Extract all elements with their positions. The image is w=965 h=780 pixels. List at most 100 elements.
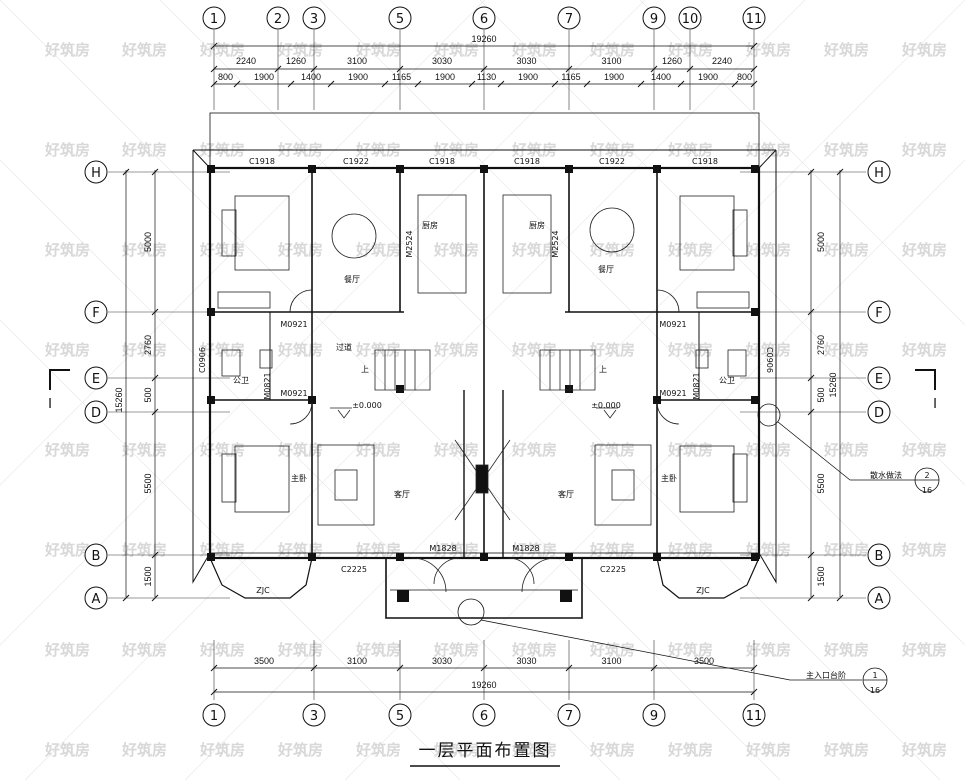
axis-bubble-top-circle bbox=[472, 6, 496, 30]
watermark-text: 好筑房 bbox=[901, 441, 947, 459]
dim-top-row2: 1165 bbox=[392, 72, 411, 82]
watermark-text: 好筑房 bbox=[511, 341, 557, 359]
watermark-text: 好筑房 bbox=[511, 241, 557, 259]
watermark-text: 好筑房 bbox=[667, 541, 713, 559]
callout-den: 16 bbox=[922, 486, 932, 495]
callout-den: 16 bbox=[870, 686, 880, 695]
watermark-text: 好筑房 bbox=[121, 341, 167, 359]
callout-leaders bbox=[410, 403, 940, 767]
dim-tick bbox=[151, 551, 159, 559]
room-living: 客厅 bbox=[394, 489, 410, 499]
dim-tick bbox=[274, 65, 282, 73]
dim-left: 500 bbox=[143, 387, 153, 402]
watermark-text: 好筑房 bbox=[745, 641, 791, 659]
dim-top-row2: 800 bbox=[218, 72, 233, 82]
callout-text: 主入口台阶 bbox=[806, 670, 846, 680]
watermark-text: 好筑房 bbox=[121, 441, 167, 459]
dim-top-row2: 1900 bbox=[698, 72, 718, 82]
axis-bubble-top-circle bbox=[642, 6, 666, 30]
dim-tick bbox=[807, 308, 815, 316]
watermark-text: 好筑房 bbox=[823, 541, 869, 559]
axis-bubble-top: 7 bbox=[565, 12, 573, 27]
room-zjc: ZJC bbox=[696, 586, 710, 595]
axis-bubble-right-circle bbox=[867, 586, 891, 610]
dim-tick bbox=[836, 594, 844, 602]
axis-bubble-right: F bbox=[875, 306, 882, 321]
watermark-text: 好筑房 bbox=[511, 741, 557, 759]
door-label: M0821 bbox=[692, 372, 701, 399]
watermark-text: 好筑房 bbox=[901, 641, 947, 659]
callout-num: 1 bbox=[872, 671, 877, 680]
watermark-text: 好筑房 bbox=[901, 41, 947, 59]
dim-tick bbox=[210, 42, 218, 50]
dim-left: 5000 bbox=[143, 232, 153, 252]
watermark-text: 好筑房 bbox=[44, 441, 90, 459]
door-label: M0921 bbox=[659, 320, 686, 329]
door-label: M0921 bbox=[659, 389, 686, 398]
axis-bubble-bottom-circle bbox=[202, 703, 226, 727]
watermark-text: 好筑房 bbox=[589, 341, 635, 359]
axis-bubble-bottom: 3 bbox=[310, 709, 318, 724]
dim-tick bbox=[151, 308, 159, 316]
axis-bubble-top-circle bbox=[557, 6, 581, 30]
watermark-text: 好筑房 bbox=[121, 741, 167, 759]
dim-bottom-row: 3100 bbox=[601, 656, 621, 666]
room-corridor: 过道 bbox=[336, 342, 352, 352]
axis-gridlines bbox=[108, 30, 866, 700]
watermark-text: 好筑房 bbox=[511, 641, 557, 659]
watermark-text: 好筑房 bbox=[901, 541, 947, 559]
dim-tick bbox=[468, 80, 476, 88]
dim-tick bbox=[750, 65, 758, 73]
axis-bubble-left-circle bbox=[84, 160, 108, 184]
window-label: C2225 bbox=[600, 565, 626, 574]
watermark-text: 好筑房 bbox=[199, 741, 245, 759]
level-mark: ±0.000 bbox=[591, 401, 621, 410]
dim-top-row1: 3030 bbox=[432, 56, 452, 66]
watermark-text: 好筑房 bbox=[277, 641, 323, 659]
drawing-title: 一层平面布置图 bbox=[419, 741, 552, 761]
axis-bubble-right-circle bbox=[867, 300, 891, 324]
callout-num: 2 bbox=[924, 471, 929, 480]
dim-bottom-row: 3500 bbox=[254, 656, 274, 666]
dim-right: 5000 bbox=[816, 232, 826, 252]
watermark-text: 好筑房 bbox=[355, 641, 401, 659]
watermark-text: 好筑房 bbox=[901, 341, 947, 359]
dim-tick bbox=[151, 408, 159, 416]
door-label: M0921 bbox=[280, 389, 307, 398]
dim-tick bbox=[750, 42, 758, 50]
dim-top-row2: 1400 bbox=[301, 72, 321, 82]
axis-bubble-bottom: 9 bbox=[650, 709, 658, 724]
dim-bottom-row: 3030 bbox=[432, 656, 452, 666]
watermark-text: 好筑房 bbox=[121, 641, 167, 659]
door-label: M1828 bbox=[429, 544, 456, 553]
dim-top-row2: 1900 bbox=[518, 72, 538, 82]
axis-bubble-bottom-circle bbox=[302, 703, 326, 727]
axis-bubble-right-circle bbox=[867, 400, 891, 424]
dim-tick bbox=[583, 80, 591, 88]
watermark-text: 好筑房 bbox=[44, 641, 90, 659]
watermark-text: 好筑房 bbox=[121, 241, 167, 259]
dim-tick bbox=[287, 80, 295, 88]
dim-top-row2: 1900 bbox=[254, 72, 274, 82]
watermark-text: 好筑房 bbox=[823, 241, 869, 259]
watermark-text: 好筑房 bbox=[901, 241, 947, 259]
watermark-text: 好筑房 bbox=[589, 541, 635, 559]
dim-tick bbox=[122, 168, 130, 176]
axis-bubble-bottom-circle bbox=[472, 703, 496, 727]
watermark-text: 好筑房 bbox=[823, 441, 869, 459]
dim-tick bbox=[807, 551, 815, 559]
axis-bubble-top: 6 bbox=[480, 12, 488, 27]
dim-tick bbox=[750, 80, 758, 88]
dim-top-row1: 3100 bbox=[601, 56, 621, 66]
window-label: C2225 bbox=[341, 565, 367, 574]
dim-tick bbox=[677, 80, 685, 88]
axis-bubble-bottom: 5 bbox=[396, 709, 404, 724]
door-label: M0821 bbox=[263, 372, 272, 399]
dim-total-bottom: 19260 bbox=[471, 680, 496, 690]
room-bath: 公卫 bbox=[233, 376, 249, 385]
axis-bubble-left: B bbox=[92, 549, 101, 564]
dim-right: 500 bbox=[816, 387, 826, 402]
window-label: C1918 bbox=[692, 157, 718, 166]
